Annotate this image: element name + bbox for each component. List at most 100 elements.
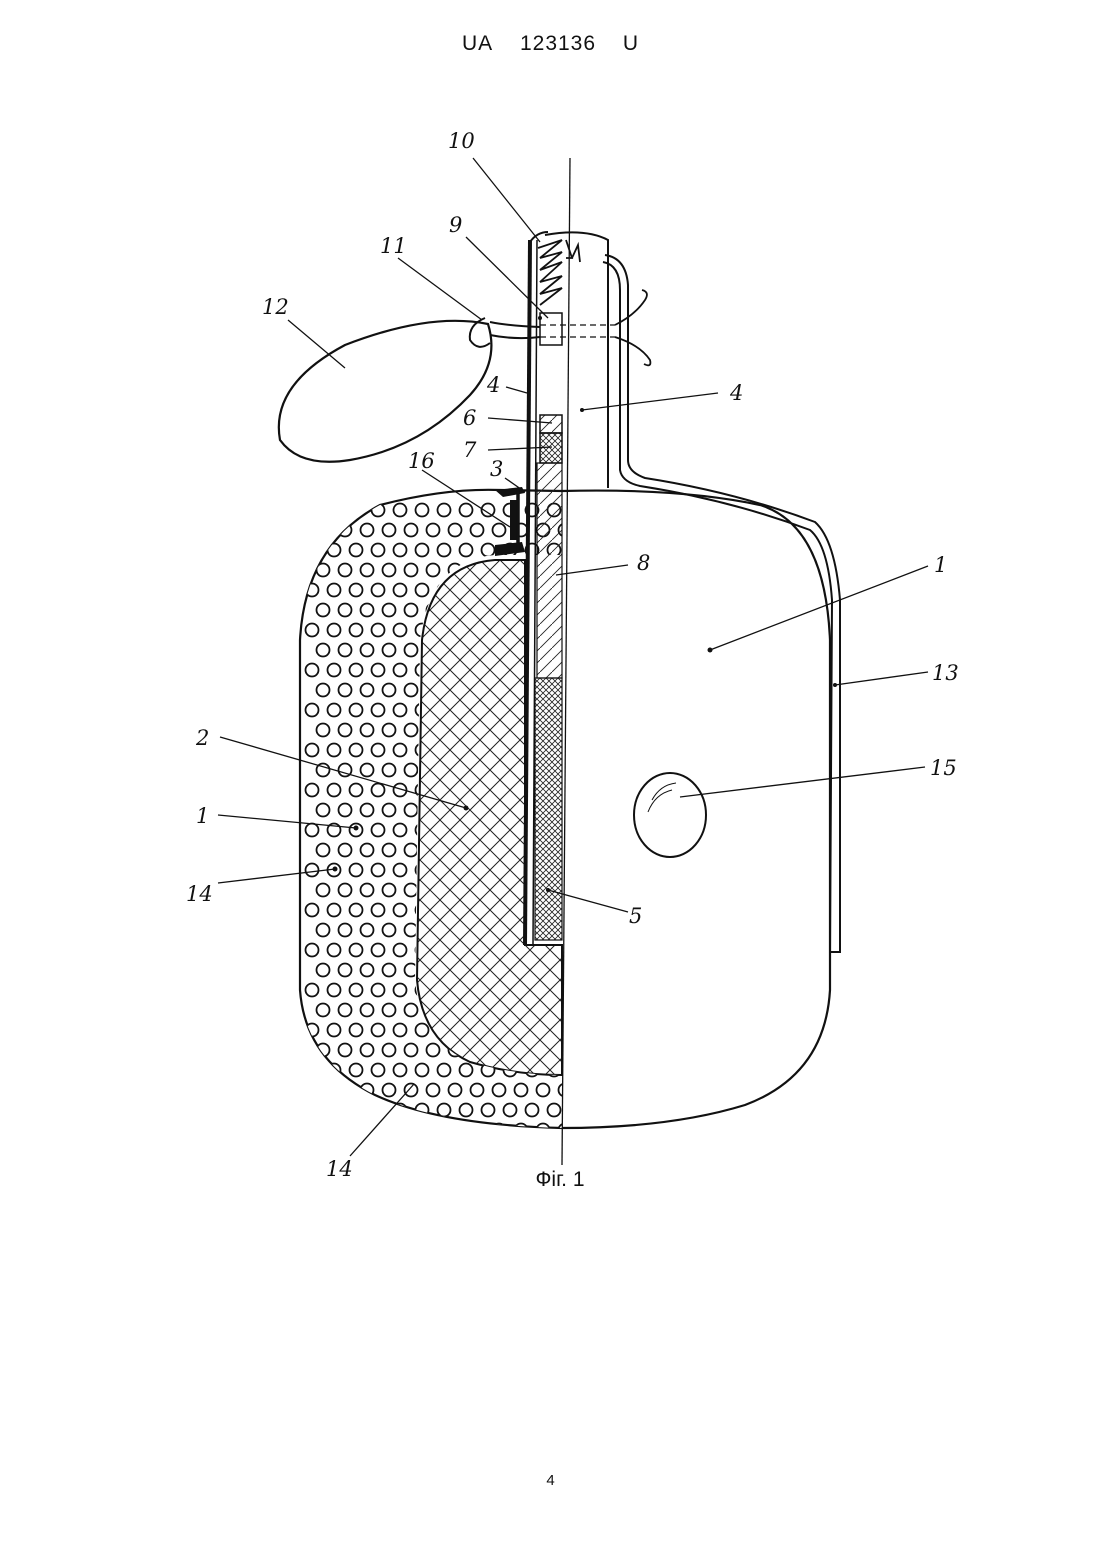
shrapnel-ball <box>427 1124 440 1137</box>
shrapnel-ball <box>537 1084 550 1097</box>
shrapnel-ball <box>438 544 451 557</box>
shrapnel-ball <box>603 844 616 857</box>
shrapnel-ball <box>339 884 352 897</box>
shrapnel-ball <box>350 784 363 797</box>
shrapnel-ball <box>383 524 396 537</box>
label-11: 11 <box>380 234 407 258</box>
shrapnel-ball <box>328 944 341 957</box>
shrapnel-ball <box>394 1024 407 1037</box>
shrapnel-ball <box>405 804 418 817</box>
shrapnel-ball <box>482 544 495 557</box>
shrapnel-ball <box>372 664 385 677</box>
shrapnel-ball <box>394 584 407 597</box>
shrapnel-ball <box>460 504 473 517</box>
shrapnel-ball <box>306 584 319 597</box>
shrapnel-ball <box>339 1124 352 1137</box>
shrapnel-ball <box>328 664 341 677</box>
shrapnel-ball <box>570 984 583 997</box>
shrapnel-ball <box>317 724 330 737</box>
label-9: 9 <box>449 213 462 237</box>
shrapnel-ball <box>306 1064 319 1077</box>
label-13: 13 <box>932 661 959 685</box>
label-4-left: 4 <box>486 373 500 397</box>
shrapnel-ball <box>416 1064 429 1077</box>
figure-caption: Фіг. 1 <box>520 1168 600 1192</box>
label-14-left: 14 <box>186 882 213 906</box>
shrapnel-ball <box>350 664 363 677</box>
shrapnel-ball <box>570 864 583 877</box>
shrapnel-ball <box>361 844 374 857</box>
shrapnel-ball <box>383 684 396 697</box>
lever-bracket <box>495 487 525 556</box>
shrapnel-ball <box>339 644 352 657</box>
shrapnel-ball <box>372 624 385 637</box>
shrapnel-ball <box>603 1124 616 1137</box>
label-15: 15 <box>930 756 957 780</box>
shrapnel-ball <box>383 1044 396 1057</box>
shrapnel-ball <box>405 604 418 617</box>
label-12: 12 <box>262 295 289 319</box>
shrapnel-ball <box>603 964 616 977</box>
shrapnel-ball <box>383 884 396 897</box>
shrapnel-ball <box>559 1084 572 1097</box>
label-16: 16 <box>408 449 435 473</box>
shrapnel-ball <box>394 944 407 957</box>
shrapnel-ball <box>383 764 396 777</box>
shrapnel-ball <box>405 1004 418 1017</box>
shrapnel-ball <box>416 584 429 597</box>
fuse-tube-wall-left <box>525 240 530 945</box>
delay-charge-8 <box>537 463 562 678</box>
shrapnel-ball <box>570 784 583 797</box>
shrapnel-ball <box>416 1104 429 1117</box>
shrapnel-ball <box>427 1084 440 1097</box>
shrapnel-ball <box>592 784 605 797</box>
shrapnel-ball <box>361 724 374 737</box>
shrapnel-ball <box>592 544 605 557</box>
shrapnel-ball <box>471 524 484 537</box>
shrapnel-ball <box>383 1084 396 1097</box>
shrapnel-ball <box>405 724 418 737</box>
shrapnel-ball <box>328 504 341 517</box>
safety-lever <box>603 255 840 952</box>
shrapnel-ball <box>328 744 341 757</box>
shrapnel-ball <box>306 944 319 957</box>
shrapnel-ball <box>383 604 396 617</box>
shrapnel-ball <box>306 664 319 677</box>
shrapnel-ball <box>372 1024 385 1037</box>
label-7: 7 <box>463 438 477 462</box>
shrapnel-ball <box>603 684 616 697</box>
shrapnel-ball <box>592 824 605 837</box>
shrapnel-ball <box>383 644 396 657</box>
shrapnel-ball <box>328 704 341 717</box>
shrapnel-ball <box>592 704 605 717</box>
shrapnel-ball <box>372 544 385 557</box>
shrapnel-ball <box>460 1064 473 1077</box>
shrapnel-ball <box>317 524 330 537</box>
shrapnel-ball <box>405 1084 418 1097</box>
shrapnel-ball <box>592 944 605 957</box>
shrapnel-ball <box>603 644 616 657</box>
shrapnel-ball <box>581 924 594 937</box>
shrapnel-ball <box>361 1084 374 1097</box>
shrapnel-ball <box>394 824 407 837</box>
shrapnel-ball <box>339 1044 352 1057</box>
shrapnel-ball <box>361 924 374 937</box>
shrapnel-ball <box>317 884 330 897</box>
shrapnel-ball <box>394 744 407 757</box>
shrapnel-ball <box>383 844 396 857</box>
shrapnel-ball <box>592 624 605 637</box>
shrapnel-ball <box>339 964 352 977</box>
shrapnel-ball <box>328 1104 341 1117</box>
shrapnel-ball <box>570 944 583 957</box>
shrapnel-ball <box>581 884 594 897</box>
shrapnel-ball <box>339 804 352 817</box>
label-1-right: 1 <box>934 553 947 577</box>
shrapnel-ball <box>537 1124 550 1137</box>
shrapnel-ball <box>339 1084 352 1097</box>
shrapnel-ball <box>350 944 363 957</box>
shrapnel-ball <box>339 924 352 937</box>
shrapnel-ball <box>570 504 583 517</box>
shrapnel-ball <box>350 704 363 717</box>
shrapnel-ball <box>306 544 319 557</box>
shrapnel-ball <box>581 684 594 697</box>
